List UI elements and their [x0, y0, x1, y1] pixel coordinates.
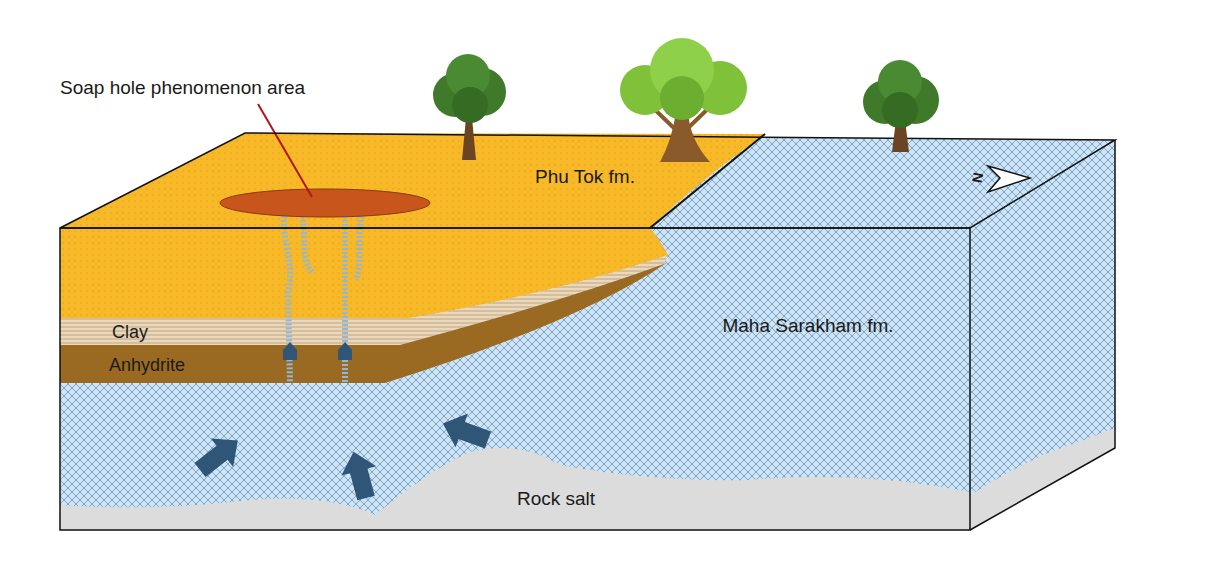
- layer-label: Anhydrite: [109, 356, 185, 376]
- phu-tok-top: [60, 133, 765, 228]
- north-arrow: [988, 166, 1030, 192]
- flow-arrows: [189, 407, 494, 503]
- layer-label: Rock salt: [517, 489, 595, 510]
- block-outline: [60, 133, 1115, 530]
- formation-label: Maha Sarakham fm.: [722, 316, 893, 337]
- small-arrows: [283, 342, 352, 360]
- front-face: [60, 228, 970, 530]
- rock-salt-side: [970, 428, 1115, 530]
- callout-label: Soap hole phenomenon area: [60, 78, 305, 99]
- top-face: [60, 133, 1115, 228]
- leader-line: [258, 104, 312, 197]
- layer-label: Clay: [112, 323, 148, 343]
- right-face: [970, 140, 1115, 530]
- rock-salt-layer: [60, 448, 970, 530]
- tree: [863, 60, 939, 152]
- tree: [620, 38, 747, 162]
- anhydrite-layer: [60, 262, 668, 383]
- soap-hole-area: [220, 189, 430, 217]
- tree: [433, 54, 506, 160]
- formation-label: Phu Tok fm.: [535, 167, 635, 188]
